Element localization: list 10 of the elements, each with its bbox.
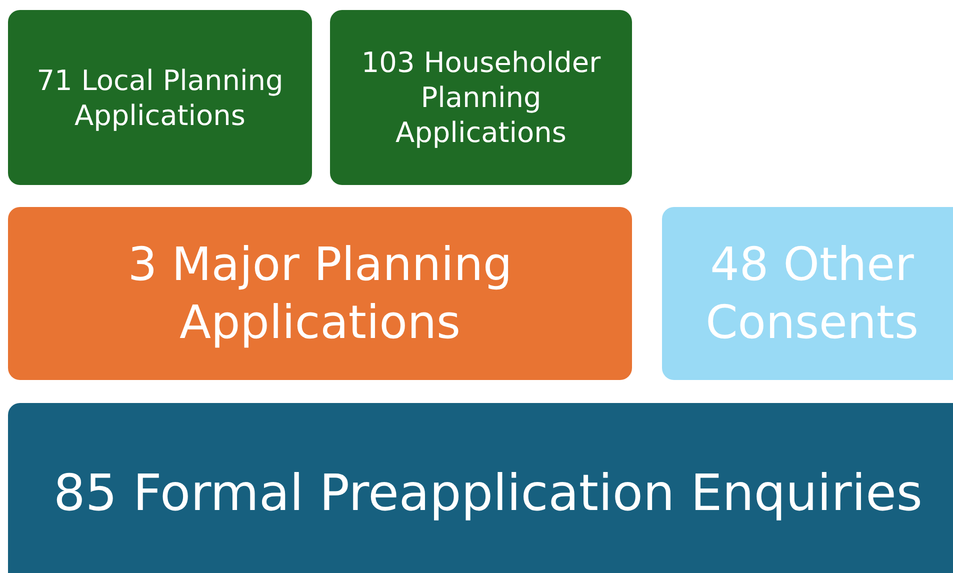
category-box	[8, 207, 632, 380]
category-box	[8, 403, 953, 573]
category-box	[662, 207, 953, 380]
category-box	[330, 10, 632, 185]
category-label: 85 Formal Preapplication Enquiries	[54, 462, 922, 524]
category-label: 71 Local Planning Applications	[36, 62, 284, 132]
category-box	[8, 10, 312, 185]
category-label: 3 Major Planning Applications	[126, 236, 514, 350]
category-label: 103 Householder Planning Applications	[360, 45, 602, 150]
category-label: 48 Other Consents	[704, 236, 920, 350]
